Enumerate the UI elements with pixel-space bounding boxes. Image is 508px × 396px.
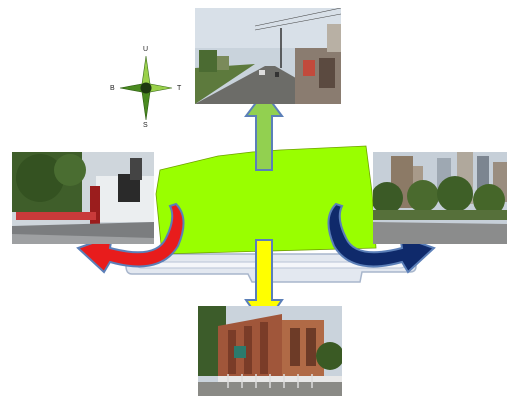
compass-south-label: S — [143, 122, 148, 129]
street-view-south — [198, 306, 342, 396]
compass-north-label: U — [143, 46, 149, 53]
arrow-west — [76, 202, 185, 274]
compass-rose: U S B T — [108, 44, 184, 130]
street-view-west — [12, 152, 154, 244]
compass-star-icon — [119, 55, 173, 121]
site-area — [155, 145, 377, 255]
compass-east-label: T — [177, 85, 182, 92]
street-view-east — [373, 152, 507, 244]
street-view-north — [195, 8, 341, 104]
arrow-east — [327, 202, 436, 274]
arrow-north — [244, 90, 284, 171]
compass-west-label: B — [110, 85, 115, 92]
